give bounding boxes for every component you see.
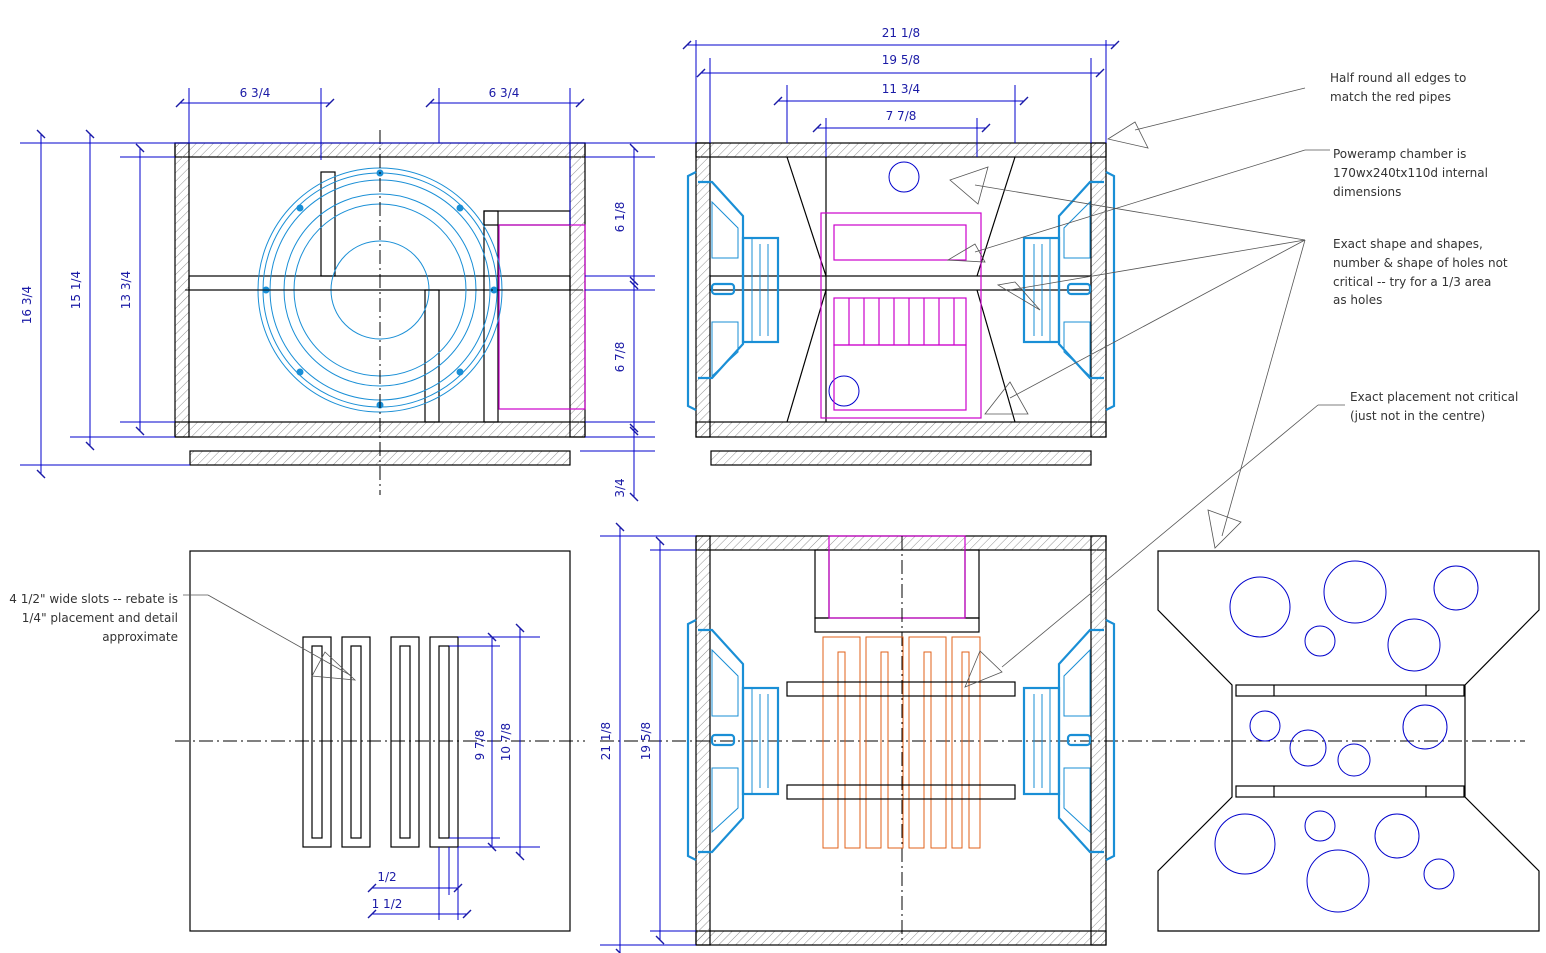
note-placement: Exact placement not critical (just not i… — [1350, 390, 1518, 423]
chamber-fins — [848, 298, 955, 345]
speaker-left-side — [686, 171, 780, 411]
leader-lines — [183, 87, 1345, 688]
heatsink-pipes — [822, 636, 981, 849]
dim-slot-length-outer: 10 7/8 — [499, 723, 513, 761]
svg-text:approximate: approximate — [102, 630, 178, 644]
dim-depth-overall: 21 1/8 — [599, 722, 613, 760]
dim-width-overall: 21 1/8 — [882, 26, 920, 40]
svg-text:1/4" placement and detail: 1/4" placement and detail — [22, 611, 178, 625]
plan-section-view: 21 1/8 19 5/8 — [599, 522, 1230, 953]
note-holes: Exact shape and shapes, number & shape o… — [1333, 237, 1508, 307]
svg-text:170wx240tx110d internal: 170wx240tx110d internal — [1333, 166, 1488, 180]
dim-slot-width-rebate: 1 1/2 — [372, 897, 403, 911]
svg-text:4 1/2" wide slots -- rebate is: 4 1/2" wide slots -- rebate is — [9, 592, 178, 606]
svg-text:dimensions: dimensions — [1333, 185, 1401, 199]
dim-width-inner: 19 5/8 — [882, 53, 920, 67]
dim-base-thickness: 3/4 — [613, 478, 627, 497]
speaker-right-side — [1022, 171, 1116, 411]
note-poweramp: Poweramp chamber is 170wx240tx110d inter… — [1333, 147, 1488, 199]
front-section-view — [174, 130, 586, 495]
dim-top-width-left: 6 3/4 — [240, 86, 271, 100]
dim-slot-length-inner: 9 7/8 — [473, 730, 487, 761]
svg-text:Poweramp chamber is: Poweramp chamber is — [1333, 147, 1466, 161]
dim-panel-height: 13 3/4 — [119, 271, 133, 309]
dim-slot-width: 1/2 — [377, 870, 396, 884]
svg-text:Exact placement not critical: Exact placement not critical — [1350, 390, 1518, 404]
speaker-right-plan — [1022, 619, 1116, 861]
svg-text:Exact shape and shapes,: Exact shape and shapes, — [1333, 237, 1483, 251]
dim-overall-height: 16 3/4 — [20, 286, 34, 324]
note-slots: 4 1/2" wide slots -- rebate is 1/4" plac… — [9, 592, 178, 644]
svg-text:as holes: as holes — [1333, 293, 1382, 307]
svg-text:number & shape of holes not: number & shape of holes not — [1333, 256, 1508, 270]
dim-lower-section: 6 7/8 — [613, 342, 627, 373]
dim-chamber-inner: 7 7/8 — [886, 109, 917, 123]
svg-text:critical -- try for a 1/3 area: critical -- try for a 1/3 area — [1333, 275, 1491, 289]
svg-text:(just not in the centre): (just not in the centre) — [1350, 409, 1485, 423]
speaker-left-plan — [686, 619, 780, 861]
side-dimensions: 21 1/8 19 5/8 11 3/4 7 7/8 — [682, 26, 1120, 157]
svg-text:match the red pipes: match the red pipes — [1330, 90, 1451, 104]
dim-upper-section: 6 1/8 — [613, 202, 627, 233]
dim-top-width-right: 6 3/4 — [489, 86, 520, 100]
note-half-round: Half round all edges to match the red pi… — [1330, 71, 1466, 104]
back-panel-view: 9 7/8 10 7/8 1/2 1 1/2 — [175, 550, 585, 932]
svg-text:Half round all edges to: Half round all edges to — [1330, 71, 1466, 85]
hole-panel-view — [1157, 550, 1540, 932]
dim-chamber-outer: 11 3/4 — [882, 82, 920, 96]
dim-depth-inner: 19 5/8 — [639, 722, 653, 760]
dim-inner-height: 15 1/4 — [69, 271, 83, 309]
side-section-view — [686, 142, 1116, 466]
front-dimensions: 6 3/4 6 3/4 16 3/4 15 1/4 13 3/4 6 1/8 6… — [20, 86, 700, 502]
